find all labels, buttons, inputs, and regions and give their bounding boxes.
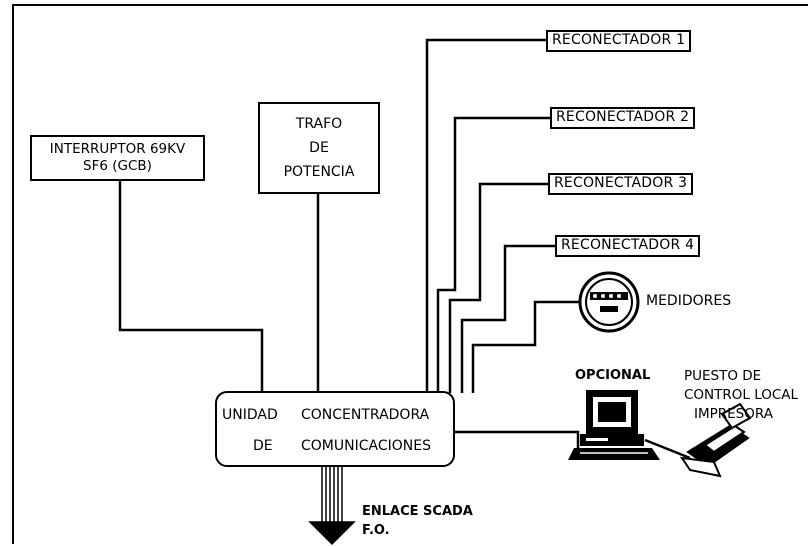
- reconectador-2-label: RECONECTADOR 2: [556, 109, 690, 125]
- concentrator-unidad: UNIDAD: [222, 407, 278, 423]
- concentrator-de: DE: [253, 438, 273, 454]
- concentrator-comunicaciones: COMUNICACIONES: [301, 438, 431, 454]
- trafo-line1: TRAFO: [295, 116, 343, 132]
- reconectador-4-box: RECONECTADOR 4: [555, 235, 701, 257]
- opcional-label: OPCIONAL: [575, 368, 651, 383]
- printer-icon: [679, 402, 752, 478]
- scada-line1: ENLACE SCADA: [362, 504, 473, 519]
- interruptor-line1: INTERRUPTOR 69KV: [49, 141, 186, 157]
- wire-reconectador-2: [436, 116, 552, 393]
- trafo-box: TRAFO DE POTENCIA: [258, 102, 380, 194]
- scada-arrow: [308, 467, 356, 546]
- wire-printer: [644, 438, 691, 460]
- wire-pc: [455, 430, 580, 450]
- diagram-frame: [12, 4, 808, 544]
- scada-line2: F.O.: [362, 523, 390, 538]
- puesto-line2: CONTROL LOCAL: [684, 387, 799, 403]
- puesto-line3: IMPRESORA: [694, 406, 773, 422]
- wire-reconectador-3: [448, 182, 550, 393]
- wire-interruptor: [118, 180, 264, 393]
- puesto-line1: PUESTO DE: [684, 368, 762, 384]
- wire-reconectador-4: [460, 244, 557, 393]
- reconectador-4-label: RECONECTADOR 4: [561, 237, 695, 253]
- reconectador-2-box: RECONECTADOR 2: [550, 107, 696, 129]
- trafo-line3: POTENCIA: [283, 164, 355, 180]
- meter-icon: [578, 271, 640, 333]
- reconectador-3-label: RECONECTADOR 3: [554, 175, 688, 191]
- computer-icon: [568, 390, 660, 460]
- trafo-line2: DE: [309, 140, 329, 156]
- interruptor-line2: SF6 (GCB): [83, 158, 152, 174]
- wire-medidores: [471, 300, 582, 393]
- concentrator-unit: UNIDAD CONCENTRADORA DE COMUNICACIONES: [215, 391, 455, 467]
- reconectador-1-label: RECONECTADOR 1: [552, 32, 686, 48]
- reconectador-3-box: RECONECTADOR 3: [548, 173, 694, 195]
- medidores-label: MEDIDORES: [646, 293, 732, 309]
- wire-reconectador-1: [425, 38, 548, 393]
- concentrator-concentradora: CONCENTRADORA: [301, 407, 430, 423]
- reconectador-1-box: RECONECTADOR 1: [546, 30, 692, 52]
- interruptor-box: INTERRUPTOR 69KV SF6 (GCB): [30, 135, 205, 181]
